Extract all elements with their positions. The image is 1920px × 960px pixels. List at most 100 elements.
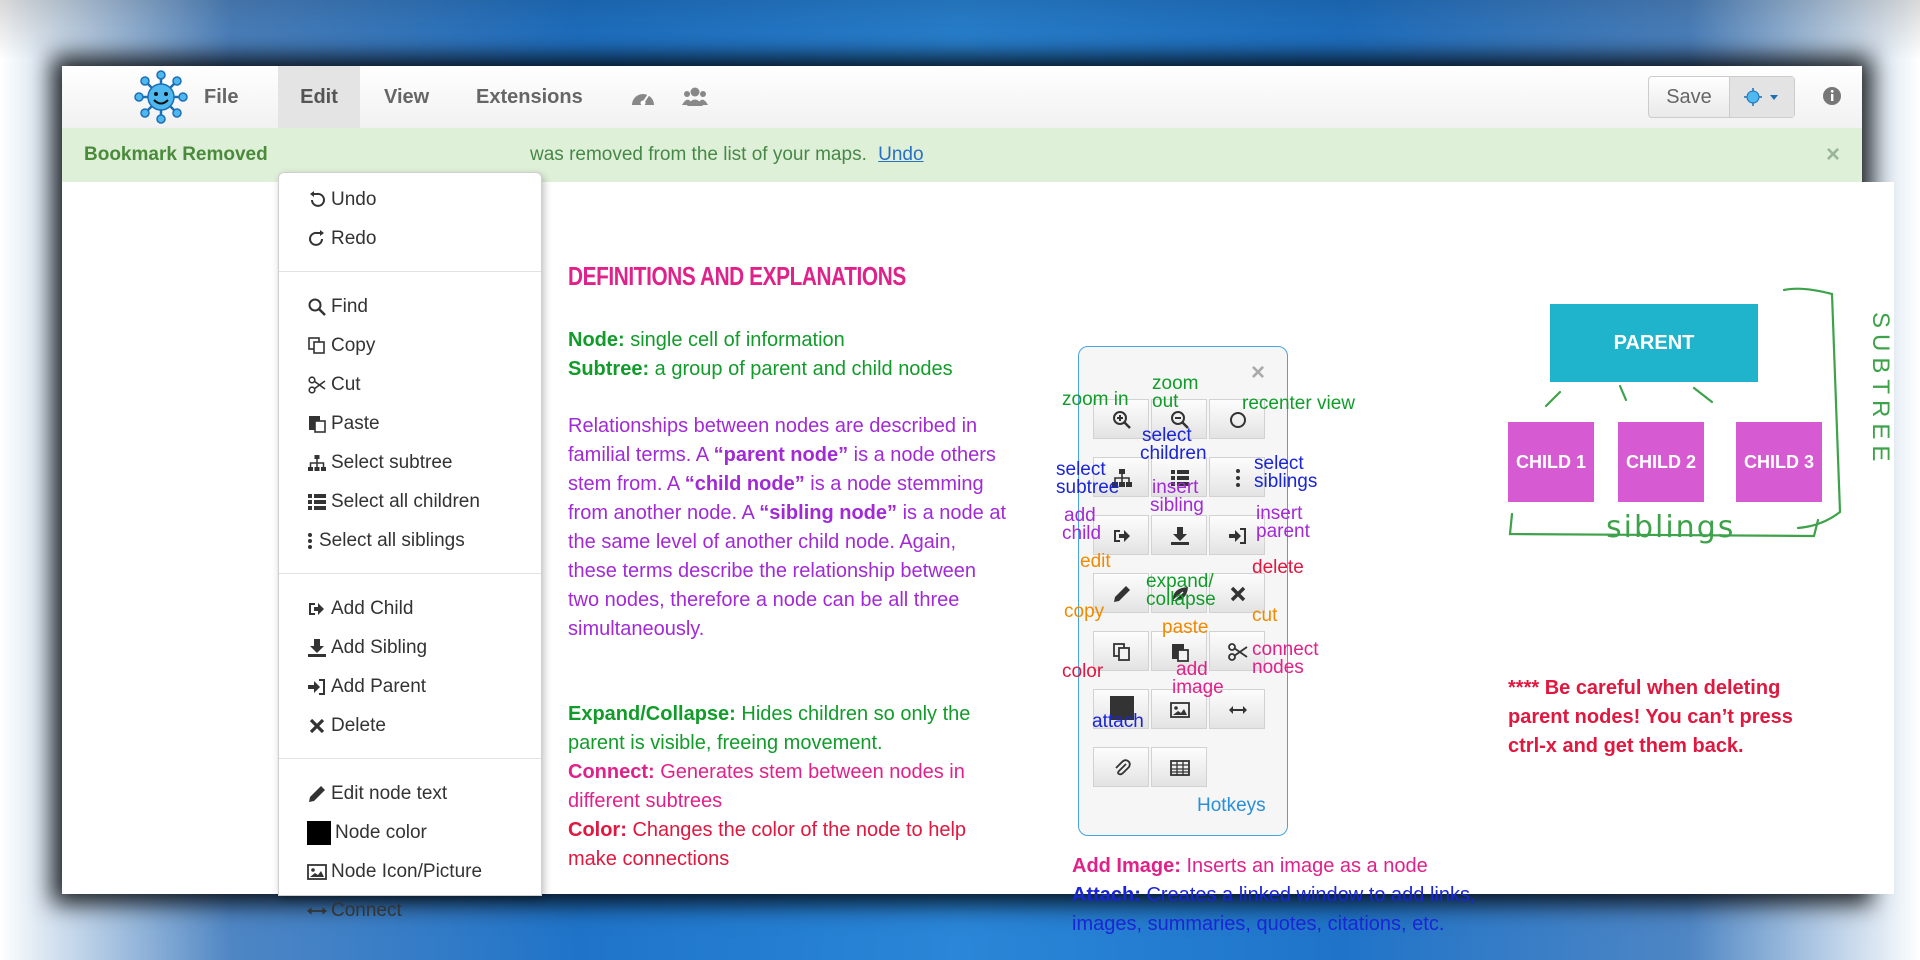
zoom-in-button[interactable] (1093, 399, 1149, 439)
menu-item-select-subtree[interactable]: Select subtree (307, 448, 452, 478)
color-button[interactable] (1093, 689, 1149, 729)
alert-title: Bookmark Removed (84, 144, 268, 165)
paste-button[interactable] (1151, 631, 1207, 671)
sibling-node-term: “sibling node” (759, 502, 898, 524)
child-node-3[interactable]: CHILD 3 (1736, 422, 1822, 502)
menu-item-add-child[interactable]: Add Child (307, 594, 413, 624)
image-icon (307, 864, 327, 880)
table-button[interactable] (1151, 747, 1207, 787)
delete-label: delete (1252, 557, 1304, 578)
arrows-h-icon (307, 907, 327, 915)
paste-icon (1172, 644, 1189, 662)
recenter-button[interactable] (1209, 399, 1265, 439)
child-node-2[interactable]: CHILD 2 (1618, 422, 1704, 502)
app-logo-icon[interactable] (134, 70, 188, 124)
download-icon (1171, 527, 1189, 545)
cut-label: cut (1252, 605, 1278, 626)
parent-node-term: “parent node” (713, 444, 849, 466)
menu-item-label: Redo (331, 228, 377, 249)
insert-sibling-button[interactable] (1151, 515, 1207, 555)
menu-item-node-icon-picture[interactable]: Node Icon/Picture (307, 857, 482, 887)
list-icon (1171, 470, 1189, 486)
connect-term: Connect: (568, 761, 655, 783)
users-icon[interactable] (682, 85, 708, 109)
toolbar-close-button[interactable]: × (1251, 359, 1266, 386)
menu-item-add-sibling[interactable]: Add Sibling (307, 633, 427, 663)
menu-item-label: Add Parent (331, 676, 427, 697)
settings-dropdown-button[interactable] (1730, 77, 1794, 117)
insert-parent-button[interactable] (1209, 515, 1265, 555)
attach-term: Attach: (1072, 884, 1141, 906)
cut-button[interactable] (1209, 631, 1265, 671)
scissors-icon (308, 376, 326, 394)
menu-item-delete[interactable]: Delete (307, 711, 386, 741)
menu-item-add-parent[interactable]: Add Parent (307, 672, 426, 702)
menu-edit[interactable]: Edit (278, 66, 360, 128)
menu-item-node-color[interactable]: Node color (307, 818, 427, 848)
select-children-button[interactable] (1151, 457, 1207, 497)
attach-button[interactable] (1093, 747, 1149, 787)
menu-item-undo[interactable]: Undo (307, 185, 376, 215)
connect-button[interactable] (1209, 689, 1265, 729)
info-icon[interactable] (1822, 86, 1842, 106)
add-image-term: Add Image: (1072, 855, 1181, 877)
vertical-ellipsis-icon (308, 532, 312, 549)
vertical-ellipsis-icon (1236, 469, 1240, 487)
select-children-label-1: select (1142, 425, 1192, 446)
zoom-out-label-2: out (1152, 391, 1179, 412)
select-subtree-button[interactable] (1093, 457, 1149, 497)
dashboard-icon[interactable] (630, 85, 656, 109)
copy-button[interactable] (1093, 631, 1149, 671)
select-siblings-label-2: siblings (1254, 471, 1318, 492)
insert-sibling-label-1: insert (1152, 477, 1199, 498)
menu-item-find[interactable]: Find (307, 292, 368, 322)
zoom-out-label-1: zoom (1152, 373, 1199, 394)
parent-node[interactable]: PARENT (1550, 304, 1758, 382)
select-subtree-label-1: select (1056, 459, 1106, 480)
save-button[interactable]: Save (1649, 77, 1730, 117)
add-child-label-2: child (1062, 523, 1102, 544)
menu-file[interactable]: File (204, 86, 239, 108)
insert-parent-label-1: insert (1256, 503, 1303, 524)
rel-text-1: Relationships between nodes are describe… (568, 415, 978, 466)
menu-item-copy[interactable]: Copy (307, 331, 375, 361)
pencil-icon (309, 785, 325, 802)
insert-parent-label-2: parent (1256, 521, 1310, 542)
delete-button[interactable] (1209, 573, 1265, 613)
hotkeys-link[interactable]: Hotkeys (1197, 795, 1266, 816)
menu-item-cut[interactable]: Cut (307, 370, 361, 400)
select-siblings-button[interactable] (1209, 457, 1265, 497)
add-image-button[interactable] (1151, 689, 1207, 729)
undo-icon (310, 190, 325, 207)
menu-view[interactable]: View (384, 86, 430, 108)
siblings-annotation: siblings (1606, 510, 1736, 545)
edit-button[interactable] (1093, 573, 1149, 613)
menu-item-edit-node-text[interactable]: Edit node text (307, 779, 447, 809)
sign-in-icon (308, 678, 325, 695)
expand-collapse-button[interactable] (1151, 573, 1207, 613)
color-definition: Changes the color of the node to help ma… (568, 819, 967, 870)
menu-item-connect[interactable]: Connect (307, 896, 402, 926)
menu-extensions[interactable]: Extensions (476, 86, 583, 108)
menu-item-select-all-children[interactable]: Select all children (307, 487, 480, 517)
zoom-in-label: zoom in (1062, 389, 1129, 410)
navbar: File Edit View Extensions Save (62, 66, 1862, 129)
add-child-icon (1114, 530, 1130, 542)
menu-item-select-all-siblings[interactable]: Select all siblings (307, 526, 465, 556)
node-definition: single cell of information (624, 329, 845, 351)
menu-item-paste[interactable]: Paste (307, 409, 380, 439)
color-square-icon (1110, 696, 1134, 720)
expand-term: Expand/Collapse: (568, 703, 736, 725)
menu-item-redo[interactable]: Redo (307, 224, 376, 254)
add-child-button[interactable] (1093, 515, 1149, 555)
alert-undo-link[interactable]: Undo (878, 144, 924, 165)
alert-close-button[interactable]: × (1826, 141, 1841, 168)
menu-item-label: Copy (331, 335, 376, 356)
zoom-out-button[interactable] (1151, 399, 1207, 439)
menu-item-label: Node Icon/Picture (331, 861, 483, 882)
copy-icon (308, 337, 325, 354)
child-node-1[interactable]: CHILD 1 (1508, 422, 1594, 502)
alert-message: was removed from the list of your maps. … (530, 128, 924, 182)
add-image-label-1: add (1176, 659, 1208, 680)
expand-label-1: expand/ (1146, 571, 1214, 592)
